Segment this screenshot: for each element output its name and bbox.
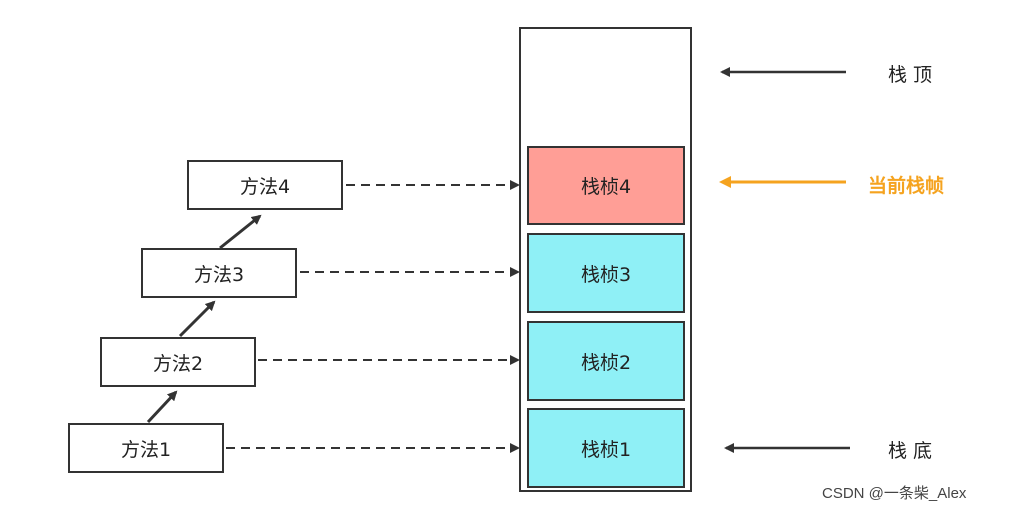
current-frame-label: 当前栈帧 [868, 175, 945, 197]
stack-frame-3-label: 栈桢3 [580, 263, 632, 286]
method-2-label: 方法2 [152, 352, 204, 375]
method-1-label: 方法1 [120, 438, 172, 461]
method-3-label: 方法3 [193, 263, 245, 286]
method-4-label: 方法4 [239, 175, 291, 198]
method-4-box: 方法4 [187, 160, 343, 210]
call-arrow-3-to-4 [219, 214, 262, 250]
stack-frame-1-label: 栈桢1 [580, 438, 632, 461]
stack-frame-2-label: 栈桢2 [580, 351, 632, 374]
stack-bottom-label: 栈底 [888, 440, 939, 462]
method-3-box: 方法3 [141, 248, 297, 298]
stack-frame-4: 栈桢4 [527, 146, 685, 225]
call-arrow-1-to-2 [146, 390, 178, 424]
method-1-box: 方法1 [68, 423, 224, 473]
stack-frame-1: 栈桢1 [527, 408, 685, 488]
stack-top-label: 栈顶 [888, 64, 939, 86]
method-2-box: 方法2 [100, 337, 256, 387]
call-arrow-2-to-3 [178, 300, 216, 338]
stack-frame-4-label: 栈桢4 [580, 176, 632, 198]
stack-frame-2: 栈桢2 [527, 321, 685, 401]
stack-frame-3: 栈桢3 [527, 233, 685, 313]
watermark: CSDN @一条柴_Alex [822, 485, 967, 502]
